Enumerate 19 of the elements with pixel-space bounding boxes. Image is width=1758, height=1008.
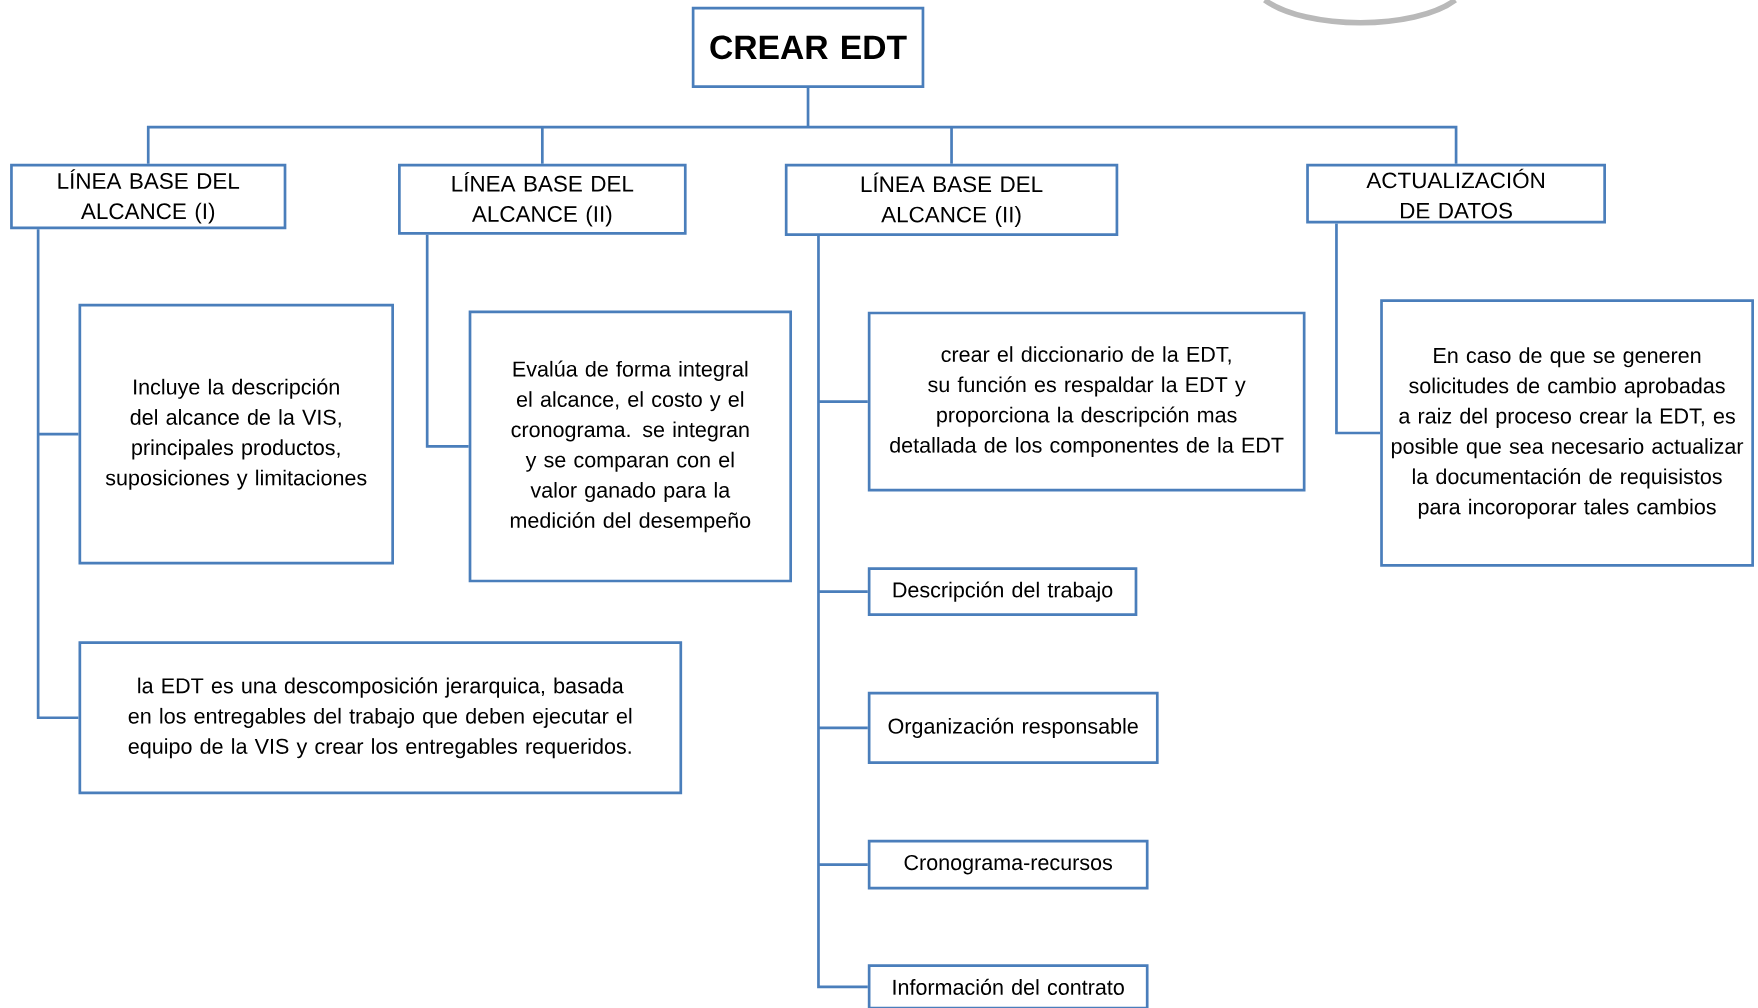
text-box: Cronograma-recursos	[867, 839, 1149, 890]
connector-line	[817, 234, 870, 989]
text-box: Evalúa de forma integral el alcance, el costo y el cronograma. se integran y se comparan con el valor ganado para la medición del desempeño	[468, 310, 792, 583]
heading-box: LÍNEA BASE DEL ALCANCE (II)	[784, 163, 1119, 236]
connector-line	[1335, 223, 1381, 435]
text-box: Descripción del trabajo	[867, 567, 1138, 616]
text-box: Información del contrato	[867, 964, 1149, 1008]
text-box: En caso de que se generen solicitudes de cambio aprobadas a raiz del proceso crear la EDT, es posible que sea necesario actualizar la documentación de requisistos para incoroporar tales cambios	[1380, 299, 1754, 567]
connector-line	[36, 227, 80, 720]
connector-line	[425, 234, 469, 448]
text-box: crear el diccionario de la EDT, su función es respaldar la EDT y proporciona la descripción mas detallada de los componentes de la EDT	[867, 311, 1306, 492]
title-box: CREAR EDT	[691, 6, 925, 88]
heading-box: LÍNEA BASE DEL ALCANCE (I)	[10, 163, 287, 230]
heading-box: ACTUALIZACIÓN DE DATOS	[1306, 163, 1606, 224]
text-box: Incluye la descripción del alcance de la VIS, principales productos, suposiciones y limitaciones	[78, 303, 394, 565]
heading-box: LÍNEA BASE DEL ALCANCE (II)	[398, 163, 687, 235]
text-box: Organización responsable	[867, 691, 1159, 764]
connector-line	[146, 86, 1458, 166]
text-box: la EDT es una descomposición jerarquica, basada en los entregables del trabajo que deben ejecutar el equipo de la VIS y crear los entregables requeridos.	[78, 641, 683, 795]
